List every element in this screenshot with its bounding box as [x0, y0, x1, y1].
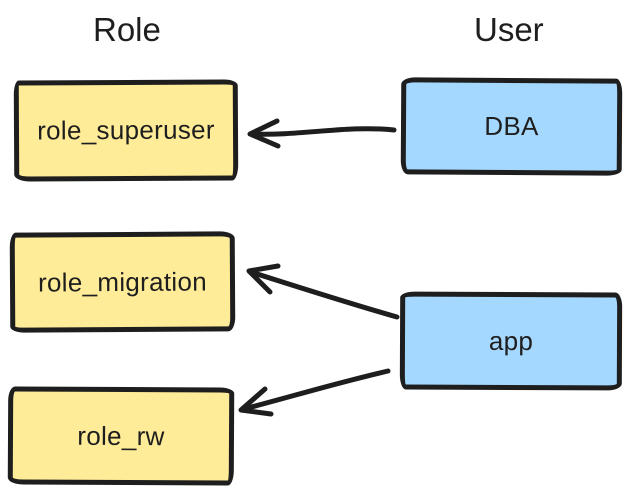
node-role-rw: role_rw: [7, 386, 235, 486]
node-role-migration-label: role_migration: [37, 265, 208, 298]
arrow-app-to-role-migration: [246, 263, 400, 320]
arrow-app-to-role-rw: [238, 368, 391, 417]
node-app-label: app: [488, 325, 534, 356]
node-user-dba: DBA: [400, 77, 623, 176]
node-user-app: app: [399, 291, 623, 391]
node-dba-label: DBA: [484, 110, 539, 142]
node-role-migration: role_migration: [9, 231, 236, 333]
node-role-superuser-label: role_superuser: [37, 114, 215, 146]
node-role-rw-label: role_rw: [77, 420, 165, 451]
column-title-user: User: [474, 11, 544, 48]
node-role-superuser: role_superuser: [13, 79, 239, 182]
arrow-dba-to-role-superuser: [247, 118, 397, 149]
column-title-role: Role: [93, 11, 161, 48]
